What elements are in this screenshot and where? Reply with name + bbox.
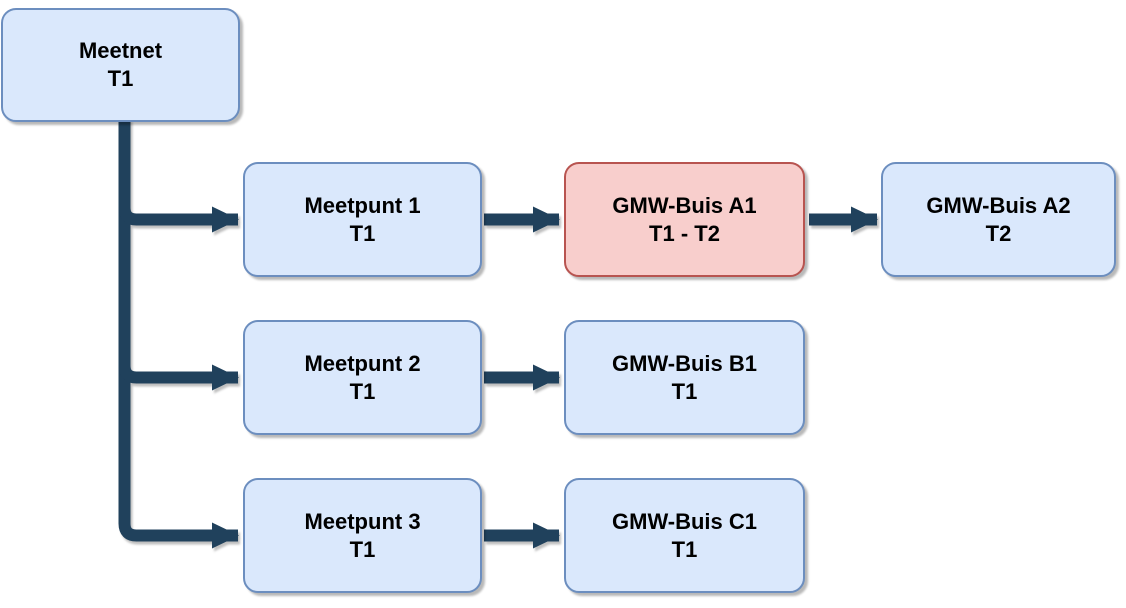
node-gmw-buis-a1: GMW-Buis A1 T1 - T2 <box>564 162 805 277</box>
node-label: GMW-Buis B1 <box>612 350 757 376</box>
node-gmw-buis-c1: GMW-Buis C1 T1 <box>564 478 805 593</box>
node-sublabel: T1 <box>671 536 698 562</box>
node-sublabel: T1 <box>107 66 134 91</box>
node-label: Meetpunt 1 <box>304 192 421 218</box>
node-gmw-buis-a2: GMW-Buis A2 T2 <box>881 162 1116 277</box>
node-sublabel: T1 <box>349 536 376 562</box>
node-label: GMW-Buis A2 <box>926 192 1071 218</box>
node-sublabel: T1 <box>349 220 376 246</box>
edge-meetnet-to-meetpunt-2 <box>118 358 239 391</box>
node-meetpunt-3: Meetpunt 3 T1 <box>243 478 482 593</box>
node-label: GMW-Buis A1 <box>612 192 757 218</box>
node-label: Meetnet <box>78 38 163 63</box>
node-meetpunt-1: Meetpunt 1 T1 <box>243 162 482 277</box>
edge-meetnet-to-meetpunt-1 <box>118 200 239 233</box>
node-sublabel: T2 <box>985 220 1012 246</box>
edge-meetnet-to-meetpunt-3 <box>118 119 239 549</box>
node-meetpunt-2: Meetpunt 2 T1 <box>243 320 482 435</box>
node-sublabel: T1 <box>671 378 698 404</box>
node-meetnet: Meetnet T1 <box>1 8 240 122</box>
node-gmw-buis-b1: GMW-Buis B1 T1 <box>564 320 805 435</box>
node-sublabel: T1 - T2 <box>649 220 720 246</box>
node-label: Meetpunt 2 <box>304 350 421 376</box>
node-sublabel: T1 <box>349 378 376 404</box>
node-label: GMW-Buis C1 <box>612 508 757 534</box>
node-label: Meetpunt 3 <box>304 508 421 534</box>
